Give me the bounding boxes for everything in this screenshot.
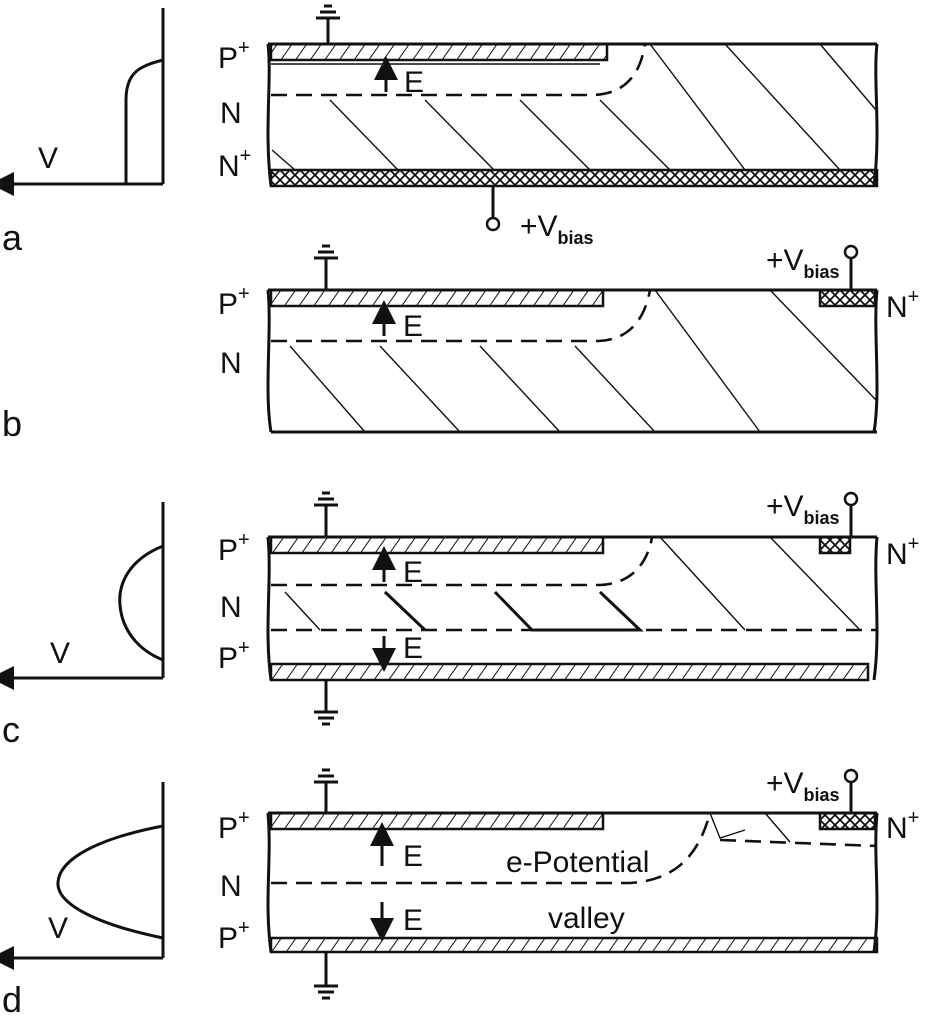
axis-label-v: V	[48, 912, 68, 945]
layer-label-n: N	[220, 870, 242, 903]
panel-a: V E	[0, 4, 879, 258]
ground-icon	[314, 768, 338, 813]
panel-label-a: a	[2, 217, 23, 258]
field-label-e: E	[403, 310, 423, 343]
layer-label-p-plus: P+	[218, 807, 250, 845]
bias-label: +Vbias	[766, 244, 840, 282]
panel-b: E +Vbias N+ P+ N b	[2, 244, 919, 444]
annotation-e-potential: e-Potential	[506, 846, 649, 879]
field-label-e: E	[403, 556, 423, 589]
layer-label-p-plus: P+	[218, 917, 250, 955]
contact-label-n-plus: N+	[886, 807, 919, 845]
bias-terminal-c: +Vbias	[766, 490, 859, 537]
bias-label: +Vbias	[766, 767, 840, 805]
field-label-e: E	[403, 840, 423, 873]
axis-label-v: V	[50, 637, 70, 670]
panel-label-b: b	[2, 403, 22, 444]
bias-terminal-a: +Vbias	[485, 186, 594, 248]
panel-d: V E E e-Potential valley	[0, 767, 919, 1020]
field-label-e: E	[404, 66, 424, 99]
field-label-e: E	[403, 904, 423, 937]
terminal-icon	[843, 491, 859, 507]
field-label-e: E	[403, 632, 423, 665]
panel-c: V E E	[0, 490, 919, 750]
potential-plot-d: V	[0, 782, 165, 970]
ground-icon	[314, 680, 338, 726]
bias-terminal-b: +Vbias	[766, 244, 859, 290]
panel-label-c: c	[2, 709, 20, 750]
ground-icon	[314, 244, 338, 290]
potential-plot-a: V	[0, 8, 165, 196]
ground-icon	[316, 4, 340, 44]
layer-label-p-plus: P+	[218, 283, 250, 321]
device-c: E E	[266, 535, 879, 682]
device-d: E E e-Potential valley	[266, 811, 879, 954]
panel-label-d: d	[2, 979, 22, 1017]
layer-label-n: N	[220, 591, 242, 624]
terminal-icon	[843, 244, 859, 260]
layer-label-p-plus: P+	[218, 637, 250, 675]
layer-label-n: N	[220, 97, 242, 130]
device-b: E	[266, 288, 879, 434]
terminal-icon	[485, 216, 501, 232]
bias-label: +Vbias	[766, 490, 840, 528]
bias-terminal-d: +Vbias	[766, 767, 859, 813]
contact-label-n-plus: N+	[886, 286, 919, 324]
layer-label-p-plus: P+	[218, 529, 250, 567]
annotation-valley: valley	[548, 902, 625, 935]
contact-label-n-plus: N+	[886, 533, 919, 571]
axis-label-v: V	[38, 142, 58, 175]
potential-plot-c: V	[0, 502, 165, 690]
ground-icon	[314, 491, 338, 537]
layer-label-n-plus: N+	[218, 145, 251, 183]
terminal-icon	[843, 768, 859, 784]
ground-icon	[314, 952, 338, 1000]
layer-label-p-plus: P+	[218, 37, 250, 75]
device-a: E	[266, 42, 879, 188]
layer-label-n: N	[220, 347, 242, 380]
bias-label: +Vbias	[520, 210, 594, 248]
